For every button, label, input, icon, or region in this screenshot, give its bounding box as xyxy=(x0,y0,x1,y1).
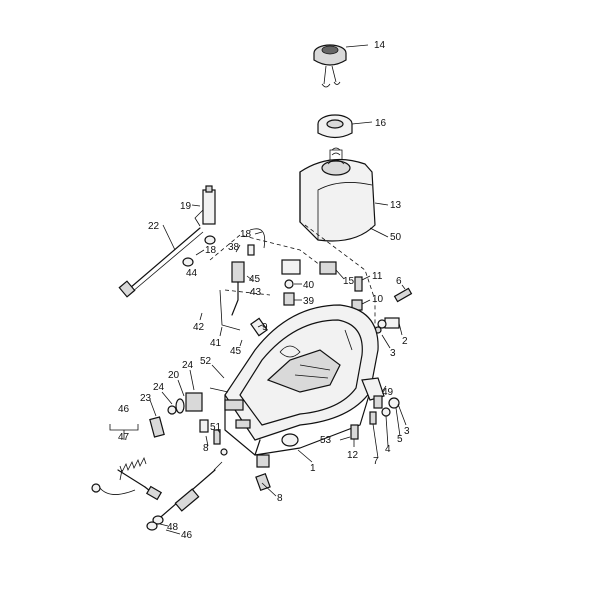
part-14-cap xyxy=(313,44,369,88)
dashed-leaders xyxy=(209,224,376,330)
label-23: 23 xyxy=(140,393,152,404)
label-2: 2 xyxy=(402,336,408,347)
label-46-bottom: 46 xyxy=(181,530,193,541)
label-20: 20 xyxy=(168,370,180,381)
label-42: 42 xyxy=(193,322,205,333)
label-12: 12 xyxy=(347,450,359,461)
label-49: 49 xyxy=(382,387,394,398)
label-8-bottom: 8 xyxy=(277,493,283,504)
part-12-bolt xyxy=(350,424,359,447)
part-15-block xyxy=(281,259,363,311)
label-53: 53 xyxy=(320,435,332,446)
label-50: 50 xyxy=(390,232,402,243)
label-11: 11 xyxy=(372,271,383,282)
part-22-rod xyxy=(118,224,204,298)
part-46-lever xyxy=(146,461,223,531)
label-6: 6 xyxy=(396,276,402,287)
leader-lines xyxy=(149,204,407,535)
label-18-right: 18 xyxy=(240,229,252,240)
part-20-assembly xyxy=(149,387,229,438)
label-43: 43 xyxy=(250,287,262,298)
part-16-ring xyxy=(317,114,373,139)
label-3-top: 3 xyxy=(390,348,396,359)
part-49-cluster xyxy=(361,377,400,425)
part-51-pin xyxy=(213,429,228,456)
label-51: 51 xyxy=(210,422,222,433)
label-22: 22 xyxy=(148,221,160,232)
label-13: 13 xyxy=(390,200,402,211)
part-19-bracket xyxy=(182,185,216,267)
label-7: 7 xyxy=(373,456,379,467)
label-5: 5 xyxy=(397,434,403,445)
label-1: 1 xyxy=(310,463,316,474)
label-10: 10 xyxy=(372,294,384,305)
label-3-bottom: 3 xyxy=(404,426,410,437)
label-39: 39 xyxy=(303,296,315,307)
part-1-lower-cover xyxy=(224,304,379,497)
label-8-left: 8 xyxy=(203,443,209,454)
label-16: 16 xyxy=(375,118,387,129)
label-24-top: 24 xyxy=(182,360,194,371)
label-44: 44 xyxy=(186,268,198,279)
label-41: 41 xyxy=(210,338,222,349)
label-9: 9 xyxy=(262,322,268,333)
part-47-cable xyxy=(91,456,163,501)
label-38: 38 xyxy=(228,242,240,253)
label-4: 4 xyxy=(385,444,391,455)
label-47: 47 xyxy=(118,432,130,443)
label-14: 14 xyxy=(374,40,386,51)
label-52: 52 xyxy=(200,356,212,367)
label-24-left: 24 xyxy=(153,382,165,393)
label-19: 19 xyxy=(180,201,192,212)
part-labels: 14 16 13 50 19 22 18 44 38 18 15 11 40 4… xyxy=(118,40,410,541)
label-46-top: 46 xyxy=(118,404,130,415)
label-40: 40 xyxy=(303,280,315,291)
label-18-left: 18 xyxy=(205,245,217,256)
label-48: 48 xyxy=(167,522,179,533)
group-bracket-46-47 xyxy=(109,424,139,431)
part-38-linkage xyxy=(219,228,268,337)
part-13-tank xyxy=(299,147,389,242)
label-15: 15 xyxy=(343,276,355,287)
label-45-top: 45 xyxy=(249,274,261,285)
label-45-bottom: 45 xyxy=(230,346,242,357)
